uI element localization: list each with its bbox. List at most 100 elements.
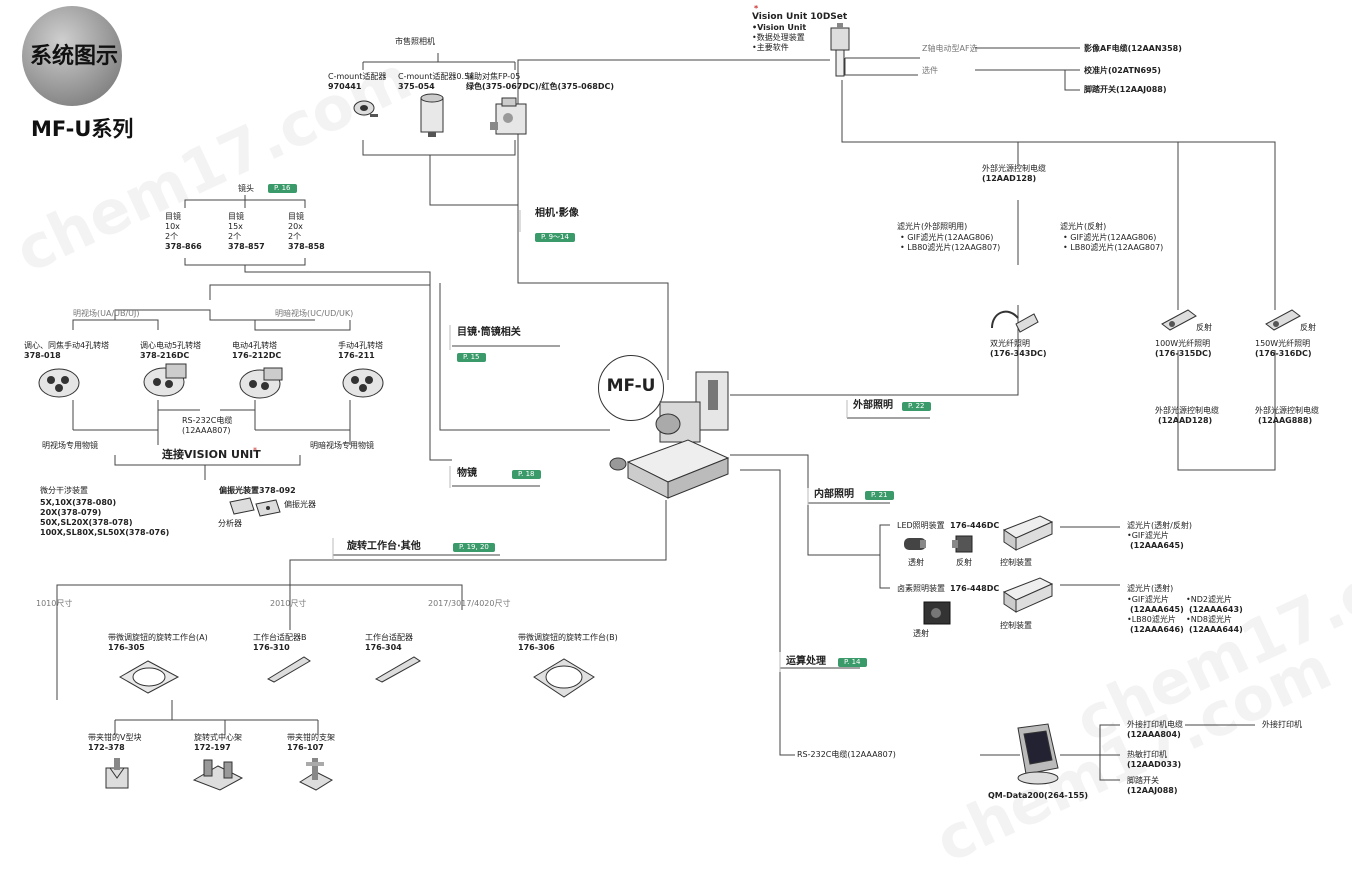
led-control-unit-icon (1002, 515, 1054, 551)
halogen-label: 卤素照明装置 (897, 584, 945, 593)
dic-item: 50X,SL20X(378-078) (40, 518, 133, 527)
rotary-stage-b-icon (533, 658, 595, 698)
f1-label: 滤光片(透射/反射) (1127, 521, 1192, 530)
mfu-badge (598, 355, 664, 421)
section-compute-page: P. 14 (838, 658, 867, 667)
turret-icon (239, 367, 283, 399)
led-transmit-label: 透射 (908, 558, 924, 567)
eyepiece-qty: 2个 (165, 232, 179, 241)
turret-icon (342, 368, 384, 398)
stage-name: 工作台适配器 (365, 633, 413, 642)
sub-name: 带夹钳的V型块 (88, 733, 142, 742)
stage-code: 176-310 (253, 643, 290, 652)
halogen-transmit-icon (923, 601, 951, 625)
eyepiece-code: 378-866 (165, 242, 202, 251)
f1-item: •GIF滤光片 (1127, 531, 1169, 540)
ext-ctrl-cable-code: (12AAD128) (982, 174, 1037, 183)
l150-code: (176-316DC) (1255, 349, 1312, 358)
connect-star: * (253, 446, 257, 455)
bd-objective: 明暗视场专用物镜 (310, 441, 374, 450)
led-label: LED照明装置 (897, 521, 945, 530)
polarizer-icon (229, 497, 281, 517)
stage-code: 176-305 (108, 643, 145, 652)
sub-name: 带夹钳的支架 (287, 733, 335, 742)
vision-star: * (754, 4, 759, 13)
camera-header: 市售照相机 (395, 37, 435, 46)
eyepiece-mag: 20x (288, 222, 303, 231)
section-internal-page: P. 21 (865, 491, 894, 500)
turret-rs232-code: (12AAA807) (182, 426, 231, 435)
section-eyepiece: 目镜·筒镜相关 (457, 327, 521, 338)
cmount-adapter-icon (353, 100, 378, 117)
filter-ext-label: 滤光片(外部照明用) (897, 222, 968, 231)
l100-tag: 反射 (1196, 323, 1212, 332)
section-rotary-page: P. 19, 20 (453, 543, 495, 552)
fiber-code: (176-343DC) (990, 349, 1047, 358)
led-control-label: 控制装置 (1000, 558, 1032, 567)
c100-label: 外部光源控制电缆 (1155, 406, 1219, 415)
section-camera: 相机·影像 (535, 208, 579, 219)
section-objective-page: P. 18 (512, 470, 541, 479)
vision-item: •主要软件 (752, 43, 789, 52)
turret-icon (143, 363, 187, 397)
sub-code: 176-107 (287, 743, 324, 752)
polar-device: 偏振光装置378-092 (219, 486, 296, 495)
fiber-150w-icon (1265, 309, 1301, 331)
section-compute: 运算处理 (786, 656, 826, 667)
mfu-microscope-icon (609, 371, 730, 499)
eyepiece-mag: 15x (228, 222, 243, 231)
turret-name: 手动4孔转塔 (338, 341, 384, 350)
clamp-stand-icon (298, 758, 334, 791)
bd-header: 明暗视场(UC/UD/UK) (275, 309, 354, 318)
f2-code: (12AAA646) (1130, 625, 1184, 634)
ext-printer: 外接打印机 (1262, 720, 1302, 729)
turret-code: 176-212DC (232, 351, 282, 360)
filter-ref-item: • GIF滤光片(12AAG806) (1063, 233, 1157, 242)
f2-code: (12AAA644) (1189, 625, 1243, 634)
bf-objective: 明视场专用物镜 (42, 441, 98, 450)
eyepiece-page: P. 16 (268, 184, 297, 193)
connector-lines (56, 47, 1276, 781)
led-code: 176-446DC (950, 521, 1000, 530)
printer-cable-code: (12AAA804) (1127, 730, 1181, 739)
f1-code: (12AAA645) (1130, 541, 1184, 550)
turret-rs232: RS-232C电缆 (182, 416, 233, 425)
polarizer-label: 偏振光器 (284, 500, 316, 509)
dic-item: 100X,SL80X,SL50X(378-076) (40, 528, 170, 537)
vision-camera-icon (830, 23, 850, 77)
eyepiece-header: 镜头 (238, 184, 254, 193)
turret-name: 调心、同焦手动4孔转塔 (24, 341, 110, 350)
halogen-code: 176-448DC (950, 584, 1000, 593)
stage-name: 工作台适配器B (253, 633, 307, 642)
foot-code: (12AAJ088) (1127, 786, 1178, 795)
filter-ref-item: • LB80滤光片(12AAG807) (1063, 243, 1164, 252)
dic-item: 20X(378-079) (40, 508, 102, 517)
l100-label: 100W光纤照明 (1155, 339, 1211, 348)
dic-item: 5X,10X(378-080) (40, 498, 117, 507)
mfu-label: MF-U (606, 376, 656, 396)
af-cable: 影像AF电缆(12AAN358) (1084, 44, 1182, 53)
dic-label: 微分干涉装置 (40, 486, 88, 495)
led-reflect-label: 反射 (956, 558, 972, 567)
stage-adapter-b-icon (266, 656, 311, 683)
size-1010: 1010尺寸 (36, 599, 73, 608)
ext-ctrl-cable: 外部光源控制电缆 (982, 164, 1046, 173)
calib-plate: 校准片(02ATN695) (1084, 66, 1161, 75)
c150-label: 外部光源控制电缆 (1255, 406, 1319, 415)
cmount05-adapter-icon (420, 93, 444, 137)
fp05-code: 绿色(375-067DC)/红色(375-068DC) (466, 82, 615, 91)
eyepiece-code: 378-857 (228, 242, 265, 251)
vision-zaf: Z轴电动型AF选 (922, 44, 978, 53)
turret-name: 调心电动5孔转塔 (140, 341, 202, 350)
led-transmit-icon (904, 538, 926, 550)
stage-code: 176-306 (518, 643, 555, 652)
c150-code: (12AAG888) (1258, 416, 1313, 425)
led-reflect-icon (952, 535, 973, 553)
vision-option: 选件 (922, 66, 938, 75)
compute-rs232: RS-232C电缆(12AAA807) (797, 750, 896, 759)
eyepiece-name: 目镜 (288, 212, 304, 221)
section-camera-page: P. 9～14 (535, 233, 575, 242)
dual-fiber-icon (991, 310, 1039, 333)
size-2017: 2017/3017/4020尺寸 (428, 599, 511, 608)
turret-icon (38, 368, 80, 398)
